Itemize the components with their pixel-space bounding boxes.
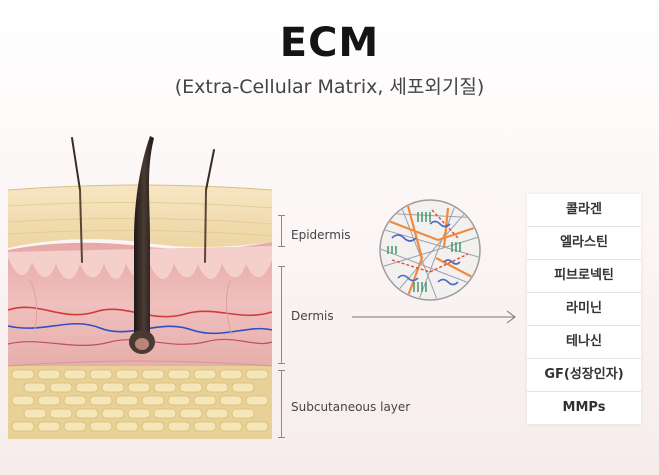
hair-strand-icon — [71, 136, 215, 354]
subcutaneous-layer — [8, 365, 272, 439]
list-item: GF(성장인자) — [527, 359, 641, 392]
list-item: 엘라스틴 — [527, 227, 641, 260]
dermis-label: Dermis — [291, 309, 334, 323]
list-item: 피브로넥틴 — [527, 260, 641, 293]
skin-cross-section — [7, 136, 273, 439]
ecm-component-list: 콜라겐 엘라스틴 피브로넥틴 라미닌 테나신 GF(성장인자) MMPs — [527, 194, 641, 424]
page-subtitle: (Extra-Cellular Matrix, 세포외기질) — [174, 76, 485, 98]
list-item: 콜라겐 — [527, 194, 641, 227]
epidermis-label: Epidermis — [291, 228, 351, 242]
list-item: MMPs — [562, 400, 606, 415]
page-title: ECM — [279, 20, 380, 66]
subcutaneous-label: Subcutaneous layer — [291, 400, 411, 414]
epidermis-bracket — [278, 215, 285, 247]
list-item: 테나신 — [527, 326, 641, 359]
arrow-right-icon — [352, 310, 516, 324]
dermis-bracket — [278, 266, 285, 364]
subcutaneous-bracket — [278, 370, 285, 438]
ecm-matrix-icon — [379, 199, 481, 301]
list-item: 라미닌 — [527, 293, 641, 326]
